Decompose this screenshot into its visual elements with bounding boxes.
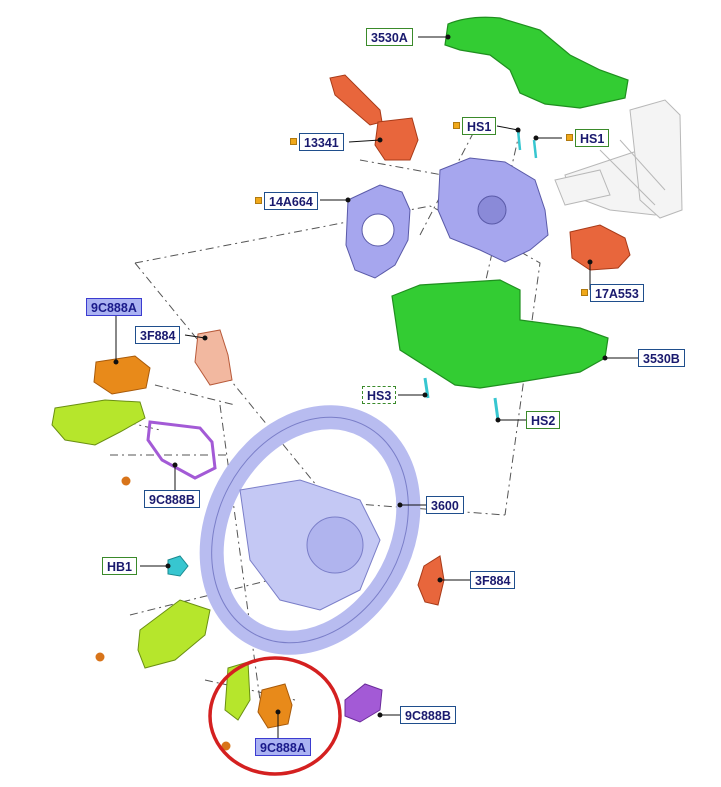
paddle-clip-right-part <box>417 555 445 606</box>
switch-bezel-upper-part <box>51 399 146 446</box>
callout-3530A: 3530A <box>366 28 413 46</box>
fasteners <box>95 129 538 751</box>
switch-module-upper-part <box>93 355 151 395</box>
callout-marker-17A553 <box>581 289 588 296</box>
callout-marker-14A664 <box>255 197 262 204</box>
highlight-circle <box>208 656 342 776</box>
callout-leader-lines <box>113 34 638 738</box>
callout-hs1-left: HS1 <box>462 117 497 135</box>
callout-hs2: HS2 <box>526 411 561 429</box>
callout-hs1-right: HS1 <box>575 129 610 147</box>
steering-wheel-part <box>199 405 421 655</box>
upper-shroud-part <box>444 16 629 109</box>
callout-3600: 3600 <box>426 496 464 514</box>
callout-17A553: 17A553 <box>590 284 644 302</box>
switch-module-lower-part <box>257 683 293 729</box>
callout-13341: 13341 <box>299 133 344 151</box>
turn-signal-switch-part <box>329 74 419 161</box>
callout-9C888A-lower: 9C888A <box>255 738 311 756</box>
lower-shroud-part <box>391 279 609 389</box>
callout-marker-13341 <box>290 138 297 145</box>
steering-column <box>554 99 683 219</box>
callout-3F884-right: 3F884 <box>470 571 516 589</box>
clockspring-part <box>345 184 411 279</box>
callout-9C888B-lower: 9C888B <box>400 706 456 724</box>
callout-14A664: 14A664 <box>264 192 318 210</box>
switch-bezel-lower-part <box>137 599 211 669</box>
paddle-clip-upper-part <box>194 329 233 386</box>
switch-bracket-left-part <box>146 420 217 480</box>
switch-housing-part <box>437 157 549 263</box>
callout-hb1: HB1 <box>102 557 138 575</box>
callout-3F884-upper: 3F884 <box>135 326 181 344</box>
callout-3530B: 3530B <box>638 349 685 367</box>
callout-marker-hs1-left <box>453 122 460 129</box>
switch-bezel-small-part <box>224 661 251 721</box>
wiper-switch-part <box>569 224 631 271</box>
callout-hs3: HS3 <box>362 386 397 404</box>
callout-marker-hs1-right <box>566 134 573 141</box>
callout-9C888B-left: 9C888B <box>144 490 200 508</box>
switch-bracket-right-part <box>344 683 383 723</box>
callout-9C888A-upper: 9C888A <box>86 298 142 316</box>
